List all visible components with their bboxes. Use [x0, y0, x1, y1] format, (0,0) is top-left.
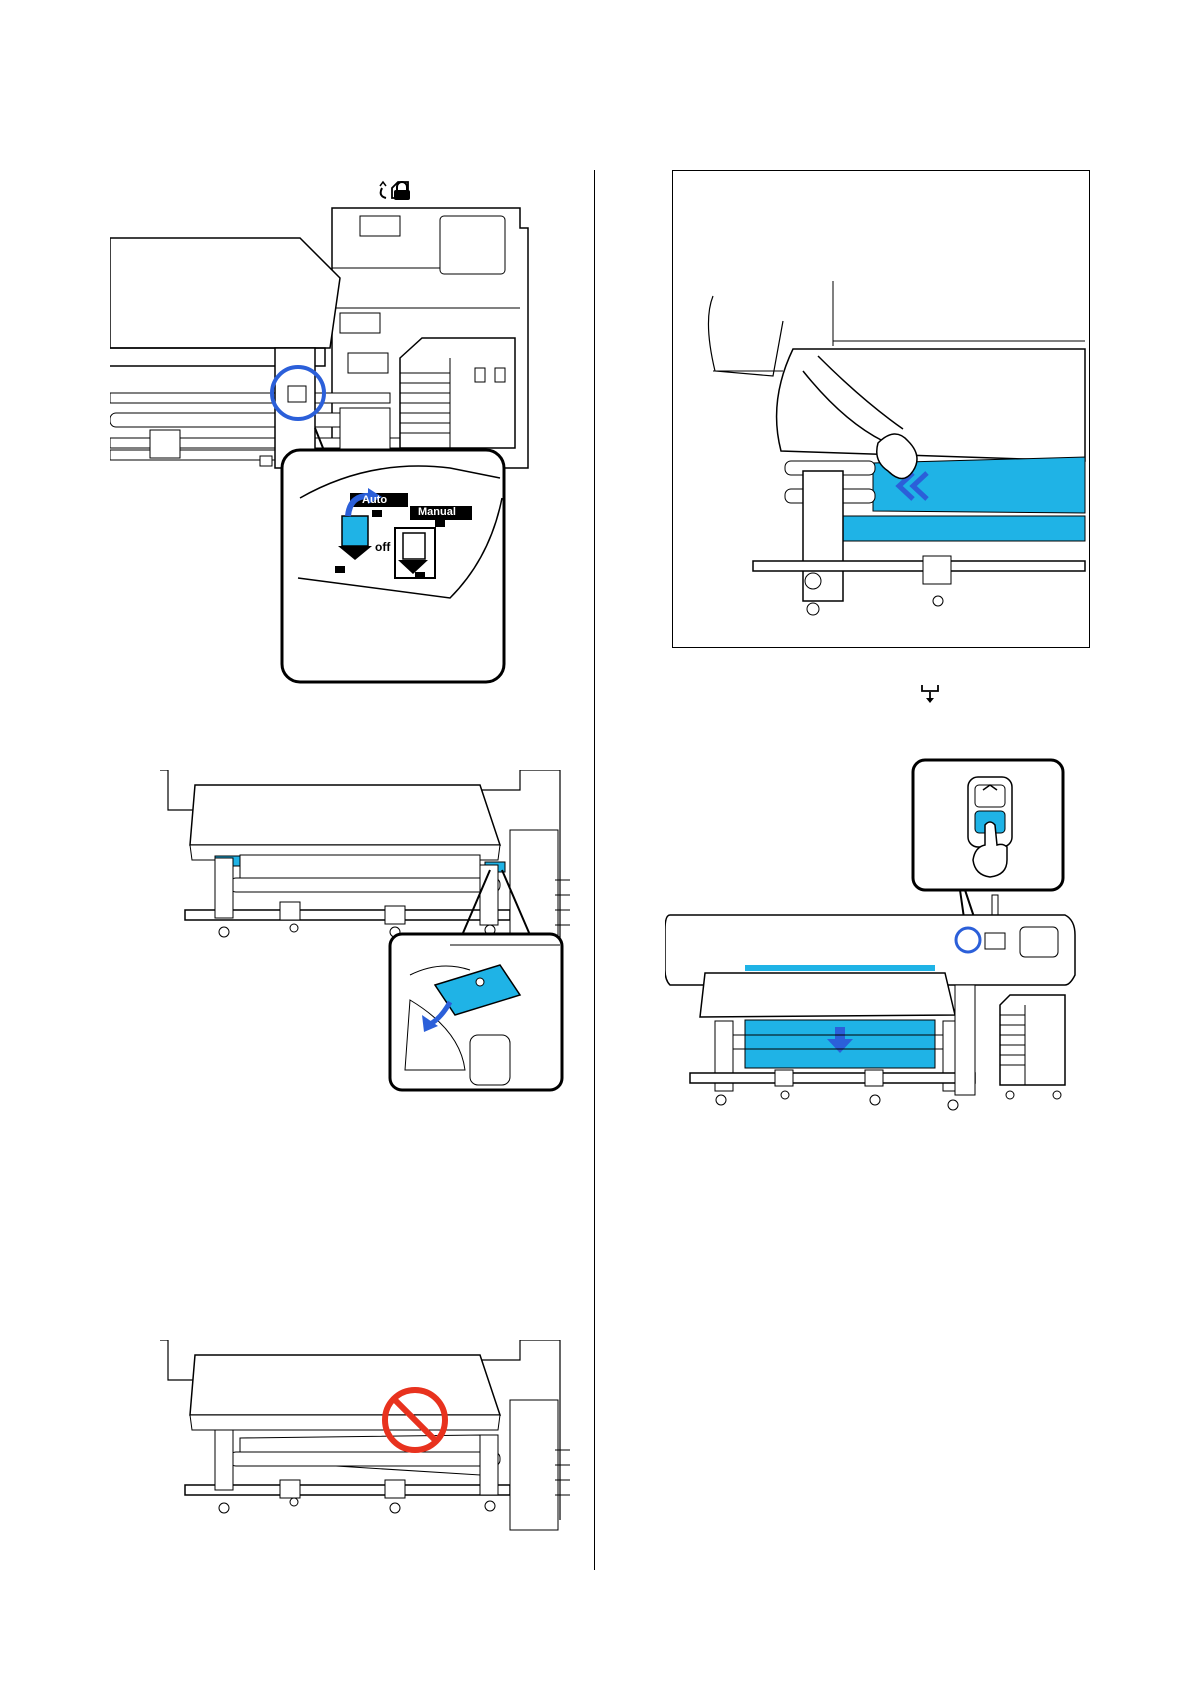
switch-manual-label: Manual: [418, 506, 456, 518]
figure-feed-illustration: [665, 755, 1085, 1130]
column-divider: [594, 170, 595, 1570]
prohibited-icon: [380, 1385, 450, 1455]
figure-hand-illustration: [672, 170, 1090, 648]
figure-lever-illustration: [160, 770, 570, 1120]
switch-auto-label: Auto: [362, 494, 387, 506]
figure-prohibit-illustration: [160, 1340, 570, 1540]
media-feed-down-icon: [920, 683, 940, 705]
switch-off-label: off: [375, 540, 390, 554]
figure-switch-illustration: Auto Manual off: [110, 198, 560, 688]
